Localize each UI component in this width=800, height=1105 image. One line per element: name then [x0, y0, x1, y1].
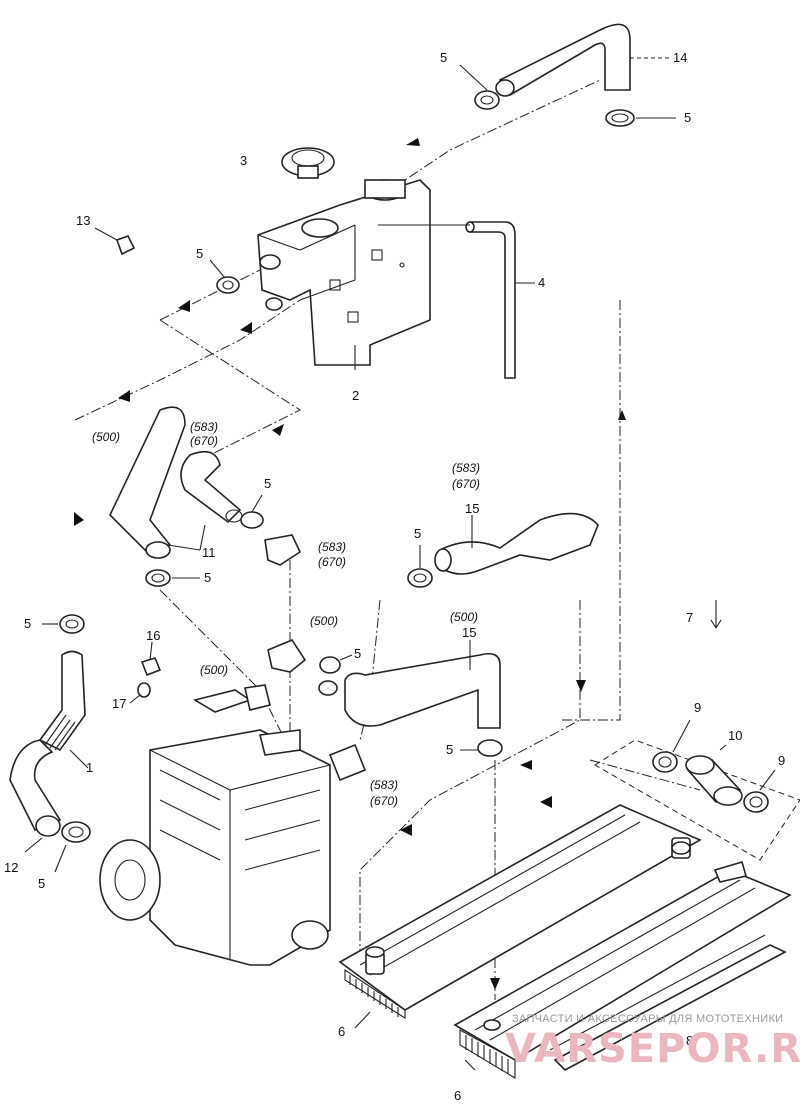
note-583-bottom: (583) [370, 778, 398, 792]
pressure-cap-3 [281, 147, 335, 179]
clamp-5-tank [216, 276, 240, 294]
clamp-5-fitting500 [318, 656, 341, 696]
clamp-5-lower15 [477, 739, 503, 757]
arrow-8 [576, 680, 586, 692]
clamp-5-left [59, 614, 85, 634]
callout-17: 17 [112, 696, 126, 711]
callout-15-lower: 15 [462, 625, 476, 640]
callout-6-right: 6 [454, 1088, 461, 1103]
callout-14: 14 [673, 50, 687, 65]
callout-5-tank: 5 [196, 246, 203, 261]
callout-5-hose15: 5 [414, 526, 421, 541]
note-670-outlet: (670) [318, 555, 346, 569]
note-583-hose11: (583) [190, 420, 218, 434]
model-notes: (500) (583) (670) (583) (670) (583) (670… [92, 420, 480, 808]
watermark-logo: VARSEPOR.RU [505, 1026, 800, 1072]
callout-5-left: 5 [24, 616, 31, 631]
callout-13: 13 [76, 213, 90, 228]
hose-14 [495, 23, 631, 97]
arrow-12 [490, 978, 500, 990]
fitting-500 [244, 639, 307, 711]
callout-11: 11 [202, 545, 216, 560]
tube-10 [685, 755, 743, 806]
watermark-caption: ЗАПЧАСТИ И АКСЕССУАРЫ ДЛЯ МОТОТЕХНИКИ [512, 1013, 783, 1025]
sensor-16 [140, 657, 162, 677]
flow-arrows [74, 138, 626, 990]
callout-16: 16 [146, 628, 160, 643]
hose-1 [38, 650, 86, 752]
callout-3: 3 [240, 153, 247, 168]
engine-block [99, 689, 331, 966]
arrow-3 [240, 322, 252, 334]
fitting-583-bottom [328, 743, 367, 782]
clamp-9-right [743, 791, 769, 813]
fitting-13 [115, 235, 136, 256]
callout-labels: 14 5 5 3 13 5 4 2 5 11 5 15 5 7 5 15 16 … [4, 50, 785, 1103]
watermark: ЗАПЧАСТИ И АКСЕССУАРЫ ДЛЯ МОТОТЕХНИКИ VA… [505, 1013, 800, 1072]
clamp-5-top [474, 90, 500, 110]
callout-5-583: 5 [264, 476, 271, 491]
callout-5-bottom-left: 5 [38, 876, 45, 891]
callout-9-left: 9 [694, 700, 701, 715]
part-7-arrow [710, 600, 722, 630]
radiator-6-left [338, 804, 702, 1019]
clamp-5-right [605, 109, 635, 127]
callout-15-upper: 15 [465, 501, 479, 516]
note-670-hose15: (670) [452, 477, 480, 491]
callout-5-right: 5 [684, 110, 691, 125]
clamp-5-583 [240, 511, 264, 529]
arrow-4 [118, 390, 130, 402]
clamp-5-hose15 [407, 568, 433, 588]
note-583-hose15: (583) [452, 461, 480, 475]
callout-4: 4 [538, 275, 545, 290]
callout-7: 7 [686, 610, 693, 625]
note-500-fitting: (500) [310, 614, 338, 628]
hose-15-upper [434, 512, 599, 575]
callout-6-left: 6 [338, 1024, 345, 1039]
radiator-6-right [453, 861, 792, 1079]
callout-12: 12 [4, 860, 18, 875]
arrow-10 [540, 796, 552, 808]
hose-11-500 [109, 406, 186, 559]
rail-8 [549, 934, 787, 1071]
callout-1: 1 [86, 760, 93, 775]
coolant-tank-2 [257, 179, 431, 366]
washer-17 [137, 682, 151, 698]
hose-12 [9, 739, 62, 837]
clamp-5-hose11 [145, 569, 171, 587]
note-500-engine: (500) [200, 663, 228, 677]
hose-15-lower [344, 652, 501, 729]
callout-2: 2 [352, 388, 359, 403]
callout-10: 10 [728, 728, 742, 743]
arrow-11 [400, 824, 412, 836]
callout-8: 8 [686, 1033, 693, 1048]
arrow-6 [74, 512, 84, 526]
note-500-hose11: (500) [92, 430, 120, 444]
arrow-2 [178, 300, 190, 312]
note-500-hose15: (500) [450, 610, 478, 624]
note-670-bottom: (670) [370, 794, 398, 808]
callout-5-top: 5 [440, 50, 447, 65]
callout-9-right: 9 [778, 753, 785, 768]
hose-11-583 [180, 450, 243, 524]
arrow-7 [618, 410, 626, 420]
clamp-5-bottom-left [61, 821, 91, 843]
callout-5-fitting500: 5 [354, 646, 361, 661]
arrow-9 [520, 760, 532, 770]
arrow-1 [406, 138, 420, 146]
callout-5-hose11: 5 [204, 570, 211, 585]
outlet-fitting [264, 534, 302, 566]
arrow-5 [272, 424, 284, 436]
connector-frame [594, 739, 800, 861]
note-670-hose11: (670) [190, 434, 218, 448]
note-583-outlet: (583) [318, 540, 346, 554]
clamp-9-left [652, 751, 678, 773]
callout-5-lower15: 5 [446, 742, 453, 757]
overflow-hose-4 [465, 221, 516, 379]
